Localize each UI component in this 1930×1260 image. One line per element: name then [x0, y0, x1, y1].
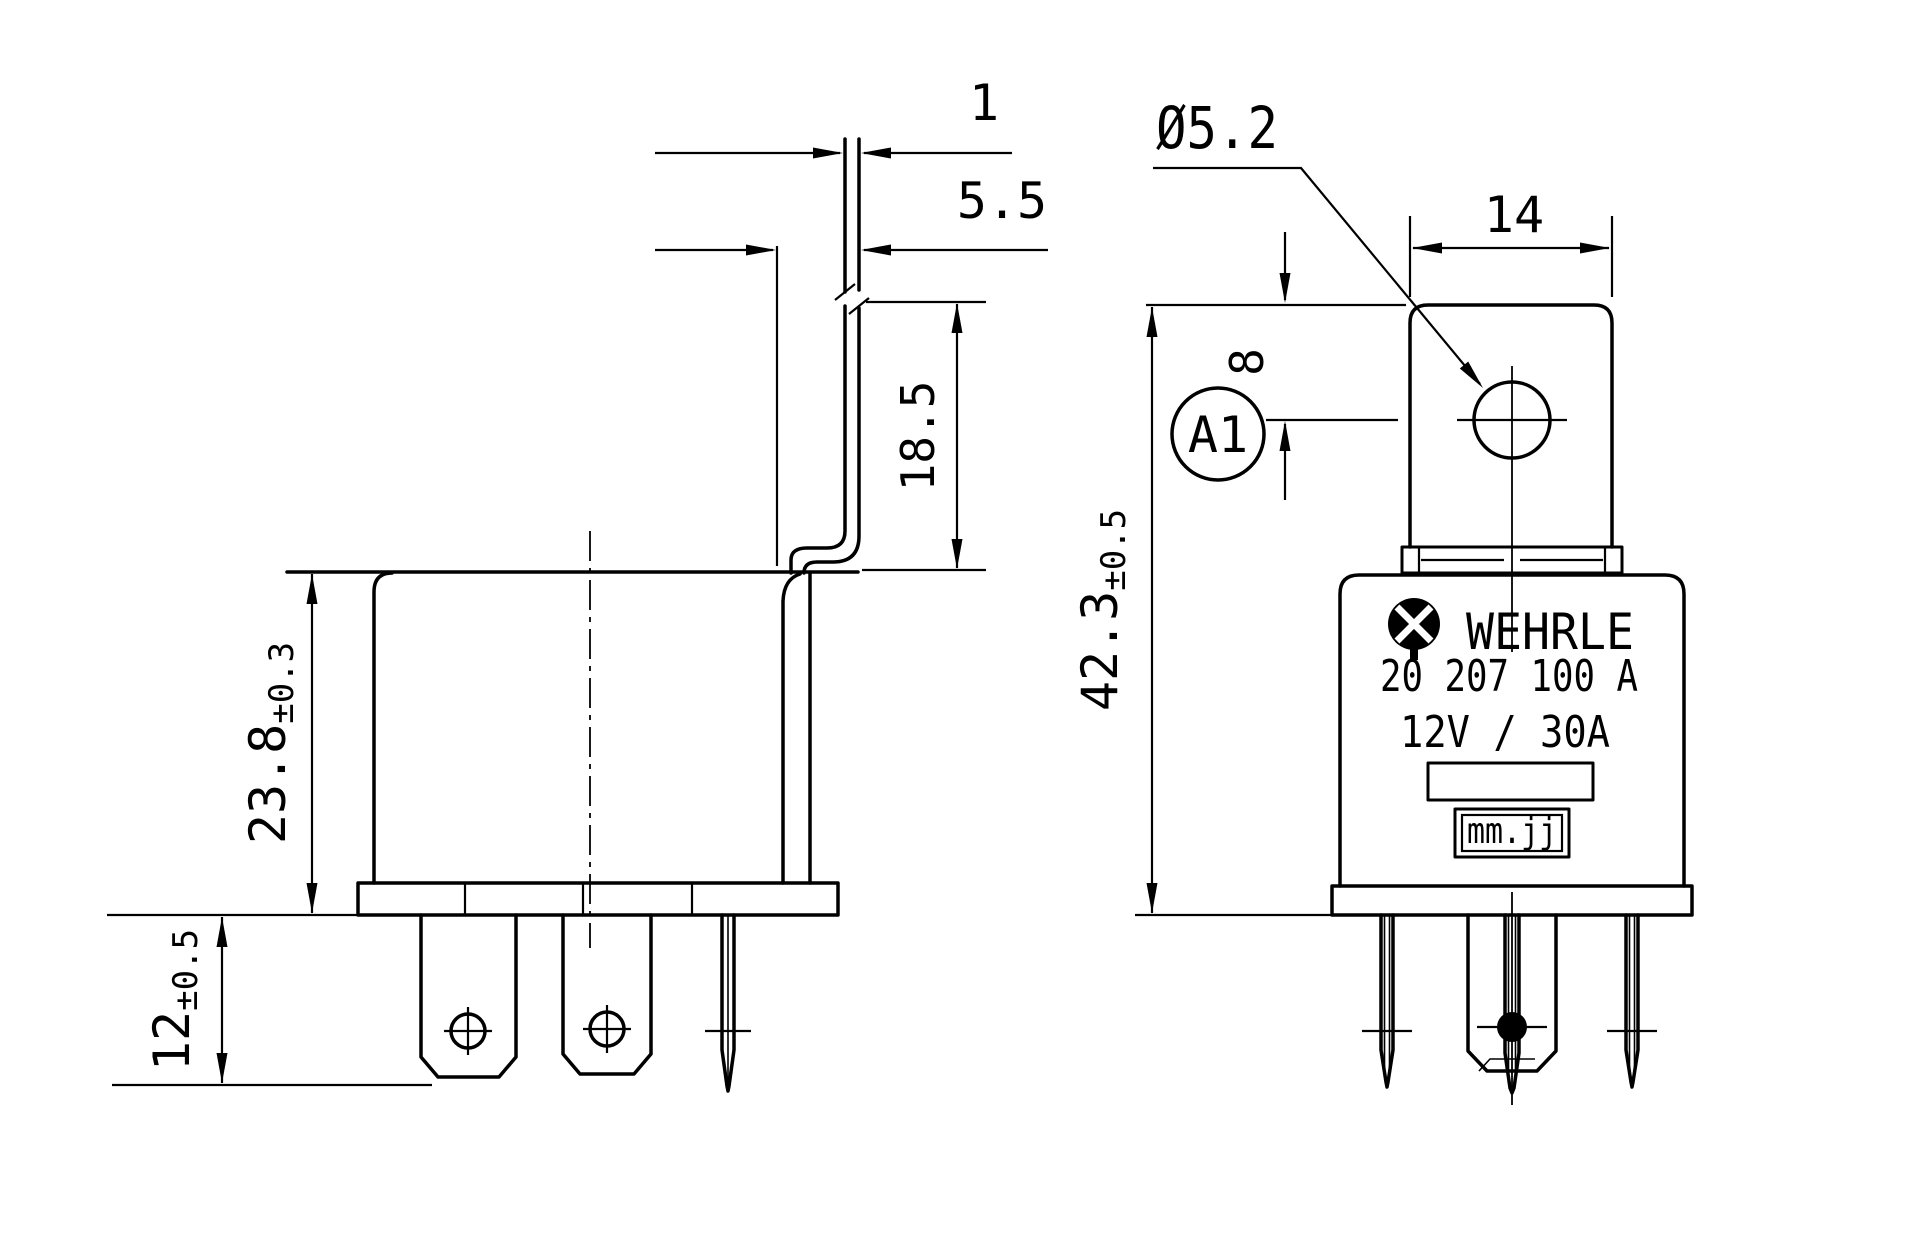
- dim-total-height-label: 42.3±0.5: [1071, 509, 1134, 711]
- blade-1-crosshair: [444, 1007, 492, 1055]
- hole-leader-arrow: [1459, 361, 1483, 388]
- dim-hole-diameter-label: Ø5.2: [1156, 94, 1278, 162]
- body-left-edge: [372, 571, 394, 885]
- product-label: WEHRLE 20 207 100 A 12V / 30A mm.jj: [1380, 598, 1638, 859]
- blade-terminal-2: [561, 913, 653, 1076]
- dim-14-extensions: [1408, 216, 1614, 297]
- body-base-flange: [356, 881, 840, 917]
- dim-18-5-extensions: [862, 300, 986, 572]
- dim-body-height-value: 23.8: [239, 724, 297, 844]
- date-code-text: mm.jj: [1467, 811, 1557, 852]
- dim-5-5-arrow-right: [861, 244, 891, 256]
- dim-8-arrow-up: [1279, 421, 1291, 451]
- body-front-outline: [1338, 573, 1686, 888]
- brand-text: WEHRLE: [1466, 603, 1634, 661]
- dim-pin-length-label: 12±0.5: [143, 929, 206, 1071]
- wehrle-logo-cut: [1394, 604, 1434, 644]
- dim-hole-offset-label: 8: [1220, 348, 1274, 376]
- bracket-tab-front: [1408, 303, 1614, 549]
- pin-center-blade-inner: [1478, 1058, 1535, 1072]
- dim-14-arrow-left: [1412, 242, 1442, 254]
- dim-18-5-arrow-top: [951, 303, 963, 333]
- dim-8-arrow-down: [1279, 273, 1291, 303]
- side-view: 1 5.5 18.5 23.8±0.3 12±0.5: [107, 74, 1048, 1093]
- dim-23-8-arrow-bottom: [306, 883, 318, 913]
- dim-23-8-arrow-top: [306, 574, 318, 604]
- dim-tab-offset-label: 5.5: [957, 172, 1047, 230]
- bracket-break-marks: [834, 283, 870, 315]
- pin-center-hairlines: [1507, 915, 1517, 1082]
- blade-terminal-1: [419, 913, 518, 1079]
- dim-42-3-extensions: [1135, 303, 1406, 917]
- bracket-tab-inner-lower: [789, 304, 847, 575]
- terminal-balloon: [1170, 386, 1266, 482]
- pin-right-hairlines: [1628, 915, 1636, 1076]
- dim-body-height-label: 23.8±0.3: [239, 642, 302, 844]
- dim-bracket-width-label: 14: [1484, 186, 1544, 244]
- body-right-inner-edge: [781, 572, 802, 885]
- dim-total-height-tol: ±0.5: [1094, 509, 1134, 591]
- pin-left-hairlines: [1383, 915, 1391, 1076]
- wehrle-logo-stem: [1410, 646, 1418, 660]
- part-number-text: 20 207 100 A: [1380, 651, 1638, 702]
- pin-right-front: [1624, 913, 1640, 1089]
- bracket-tab-outer-lower: [802, 306, 861, 575]
- dim-12-arrow-top: [216, 917, 228, 947]
- bracket-base-strip: [1400, 545, 1624, 575]
- pin-left-front: [1379, 913, 1395, 1089]
- dim-bracket-height-label: 18.5: [891, 381, 945, 492]
- blank-marking-box: [1426, 761, 1595, 802]
- dim-12-arrow-bottom: [216, 1053, 228, 1083]
- front-view: WEHRLE 20 207 100 A 12V / 30A mm.jj 14: [1071, 94, 1694, 1105]
- date-code-box-outer: [1453, 807, 1571, 859]
- date-code-box-inner: [1460, 813, 1564, 853]
- dim-pin-length-tol: ±0.5: [166, 929, 206, 1011]
- dim-total-height-value: 42.3: [1071, 591, 1129, 711]
- dim-42-3-arrow-bottom: [1146, 883, 1158, 913]
- blade-2-crosshair: [583, 1005, 631, 1053]
- dim-pin-length-value: 12: [143, 1011, 201, 1071]
- dim-5-5-arrow-left: [746, 244, 776, 256]
- rating-text: 12V / 30A: [1400, 707, 1610, 758]
- dim-body-height-tol: ±0.3: [262, 642, 302, 724]
- dim-18-5-arrow-bottom: [951, 539, 963, 569]
- bracket-base-details: [1417, 547, 1607, 573]
- flange-dividers: [463, 883, 694, 915]
- dim-1-arrow-left: [813, 147, 843, 159]
- thin-pin-side: [720, 913, 736, 1093]
- dim-42-3-arrow-top: [1146, 307, 1158, 337]
- terminal-label: A1: [1188, 406, 1248, 464]
- dim-1-arrow-right: [861, 147, 891, 159]
- dim-tab-thickness-label: 1: [969, 74, 999, 132]
- dim-14-arrow-right: [1580, 242, 1610, 254]
- hole-leader-line: [1153, 166, 1481, 385]
